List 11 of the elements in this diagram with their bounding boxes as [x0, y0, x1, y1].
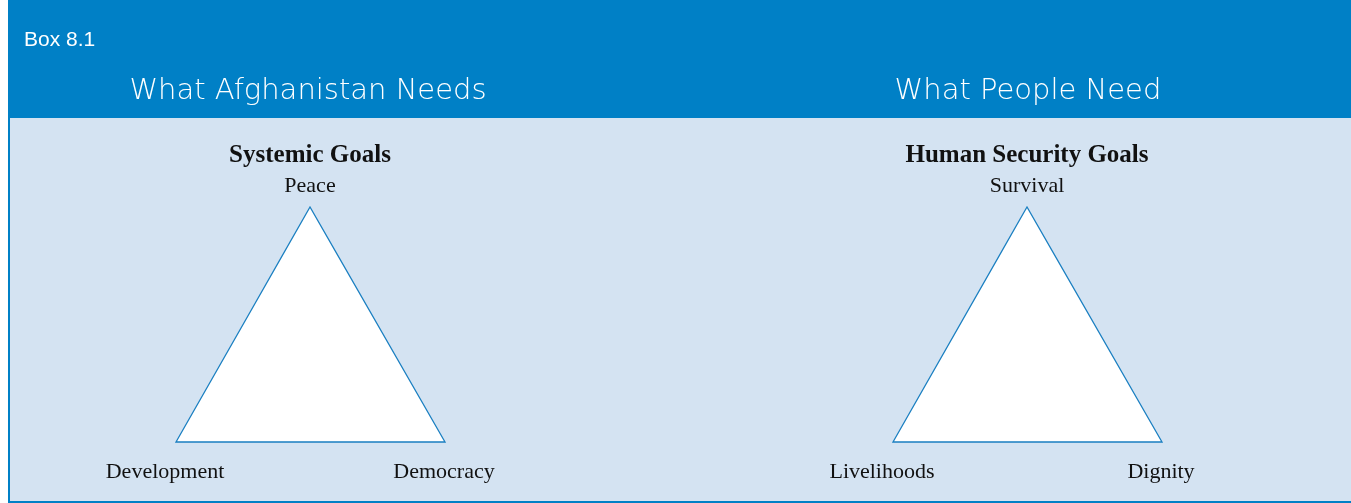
- vertex-label: Dignity: [1127, 458, 1195, 484]
- vertex-label: Survival: [989, 172, 1065, 198]
- vertex-label: Development: [105, 458, 225, 484]
- goal-heading: Human Security Goals: [904, 140, 1150, 168]
- vertex-label: Livelihoods: [829, 458, 935, 484]
- goal-heading: Systemic Goals: [228, 140, 392, 168]
- box-title: Box 8.1: [24, 27, 96, 51]
- vertex-label: Democracy: [393, 458, 495, 484]
- column-heading: What People Need: [893, 72, 1163, 106]
- column-heading: What Afghanistan Needs: [128, 72, 488, 106]
- vertex-label: Peace: [284, 172, 336, 198]
